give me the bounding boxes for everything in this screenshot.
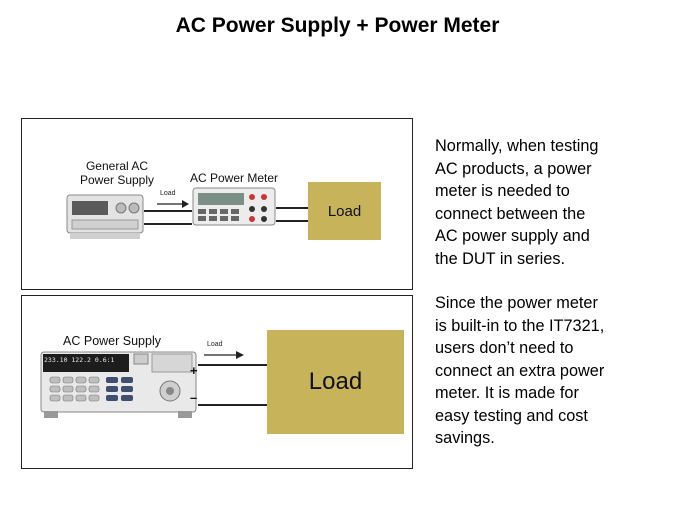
supply-label-line2: Power Supply [79, 173, 155, 187]
display-readout: 233.10 122.2 0.6:1 [44, 356, 115, 364]
load-box-2: Load [267, 330, 404, 434]
wire-top-2 [276, 207, 308, 209]
it7321-supply-icon [40, 351, 197, 418]
general-ac-supply-icon [66, 194, 144, 239]
text-line: savings. [435, 429, 495, 447]
text-line: easy testing and cost [435, 406, 588, 425]
direction-arrow-icon [204, 351, 244, 359]
diagram-traditional-setup: General AC Power Supply Load AC Power Me… [21, 118, 413, 290]
text-line: is built-in to the IT7321, [435, 316, 605, 335]
paragraph-built-in-meter: Since the power meter is built-in to the… [435, 292, 665, 450]
diagram-integrated-setup: AC Power Supply [21, 295, 413, 469]
positive-terminal-label: + [190, 363, 198, 378]
direction-arrow-icon [157, 200, 189, 208]
ac-power-meter-label: AC Power Meter [189, 171, 279, 185]
text-line: meter is needed to [435, 182, 570, 200]
wire-positive [198, 364, 306, 366]
arrow-load-label-2: Load [207, 341, 223, 348]
negative-terminal-label: – [190, 390, 198, 405]
text-line: AC products, a power [435, 159, 592, 178]
text-line: connect between the [435, 204, 586, 223]
text-line: Normally, when testing [435, 137, 599, 155]
text-line: users don’t need to [435, 339, 574, 357]
text-line: AC power supply and [435, 227, 590, 245]
ac-power-supply-label: AC Power Supply [63, 334, 161, 348]
arrow-load-label-1: Load [160, 190, 176, 197]
wire-top-1 [144, 210, 192, 212]
text-line: Since the power meter [435, 294, 598, 312]
load-label-1: Load [327, 202, 362, 220]
text-line: meter. It is made for [435, 384, 579, 402]
text-line: connect an extra power [435, 361, 605, 380]
supply-label-line1: General AC [85, 159, 149, 173]
paragraph-normal-setup: Normally, when testing AC products, a po… [435, 135, 665, 270]
ac-power-meter-icon [192, 187, 276, 226]
wire-bottom-1 [144, 223, 192, 225]
wire-negative [198, 404, 306, 406]
load-box-1: Load [308, 182, 381, 240]
load-label-2: Load [308, 368, 363, 395]
general-ac-supply-label: General AC Power Supply [72, 159, 162, 187]
slide-title: AC Power Supply + Power Meter [175, 14, 500, 37]
text-line: the DUT in series. [435, 249, 565, 268]
wire-bottom-2 [276, 220, 308, 222]
